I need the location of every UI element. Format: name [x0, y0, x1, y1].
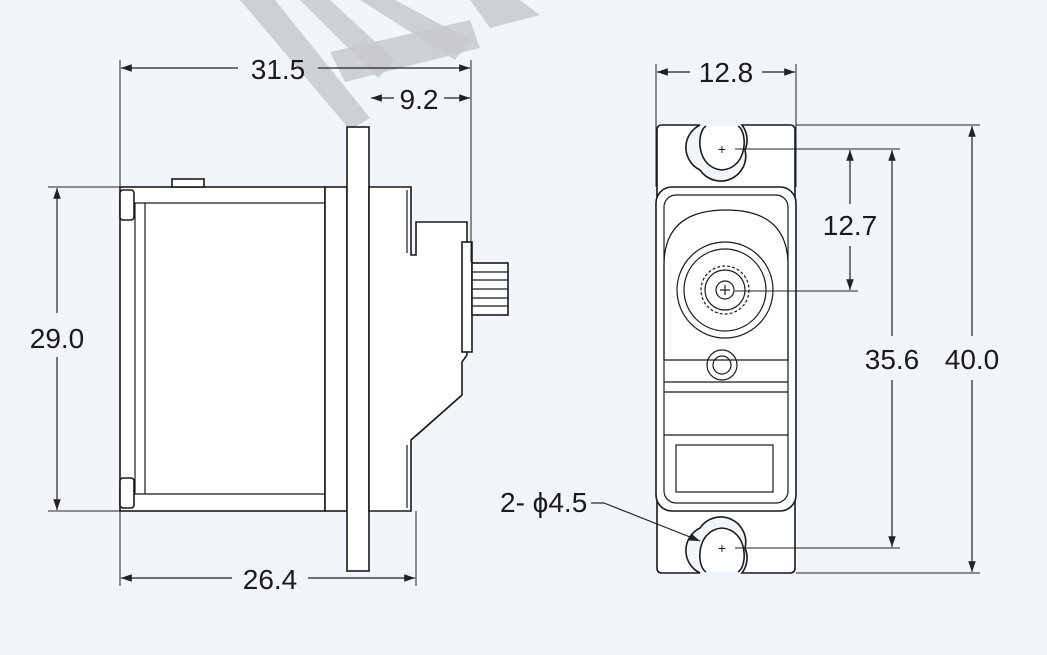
secondary-boss: [706, 349, 738, 381]
output-gear-outer: [676, 241, 774, 339]
dim-front-hole-spacing: 35.6: [865, 344, 920, 375]
dim-front-overall-height: 40.0: [945, 344, 1000, 375]
top-mount-slot: [699, 125, 745, 171]
dim-side-height: 29.0: [30, 323, 85, 354]
watermark: [240, 0, 540, 130]
dim-mount-holes: 2- ϕ4.5: [500, 487, 587, 518]
label-recess: [675, 444, 774, 493]
gear-case: [368, 186, 468, 512]
front-view: + +: [655, 124, 797, 574]
dim-front-shaft-offset: 12.7: [823, 210, 878, 241]
dim-side-flange-to-tip: 9.2: [400, 84, 439, 115]
mounting-flange: [346, 126, 370, 572]
end-cap-tab-top: [119, 189, 135, 221]
bottom-mount-slot: [699, 527, 745, 573]
top-bump: [171, 178, 205, 188]
end-cap-tab-bottom: [119, 477, 135, 509]
front-body: [655, 186, 797, 512]
front-dimensions: [591, 64, 980, 574]
dim-front-width: 12.8: [699, 57, 754, 88]
side-housing: [119, 186, 326, 512]
svg-text:+: +: [718, 540, 726, 556]
spline-teeth: [700, 265, 750, 315]
dim-side-overall-width: 31.5: [251, 54, 306, 85]
dim-side-body-width: 26.4: [243, 564, 298, 595]
gear-hood: [663, 209, 789, 361]
svg-text:+: +: [718, 141, 726, 157]
middle-section: [324, 186, 348, 512]
side-dimensions: [48, 60, 472, 586]
side-view: [119, 126, 509, 572]
dimension-labels: 31.5 9.2 29.0 26.4 12.8 12.7 35.6 40.0 2…: [30, 54, 1000, 595]
